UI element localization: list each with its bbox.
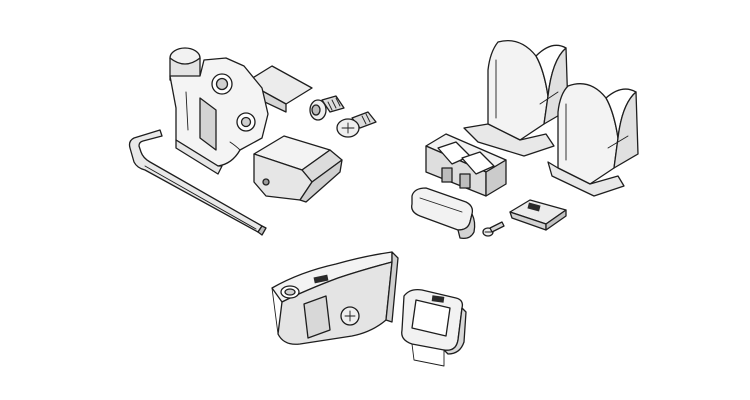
clamp-block: [425, 133, 507, 197]
right-saddle-bracket: [547, 83, 639, 197]
cross-head-screw: [336, 111, 377, 138]
bent-retaining-clip: [401, 288, 467, 367]
lever-handle: [253, 135, 343, 203]
rounded-end-cap: [411, 187, 476, 240]
hex-socket-screw: [309, 95, 345, 121]
allen-key: [128, 129, 267, 236]
left-saddle-bracket: [463, 39, 569, 157]
small-screw: [482, 221, 505, 237]
slotted-wedge-clip: [509, 199, 567, 231]
curved-foot-pad: [271, 251, 399, 345]
latch-assembly-group: [128, 47, 377, 236]
saddle-assembly-group: [411, 39, 639, 240]
foot-assembly-group: [271, 251, 467, 367]
latch-bracket: [169, 47, 313, 175]
